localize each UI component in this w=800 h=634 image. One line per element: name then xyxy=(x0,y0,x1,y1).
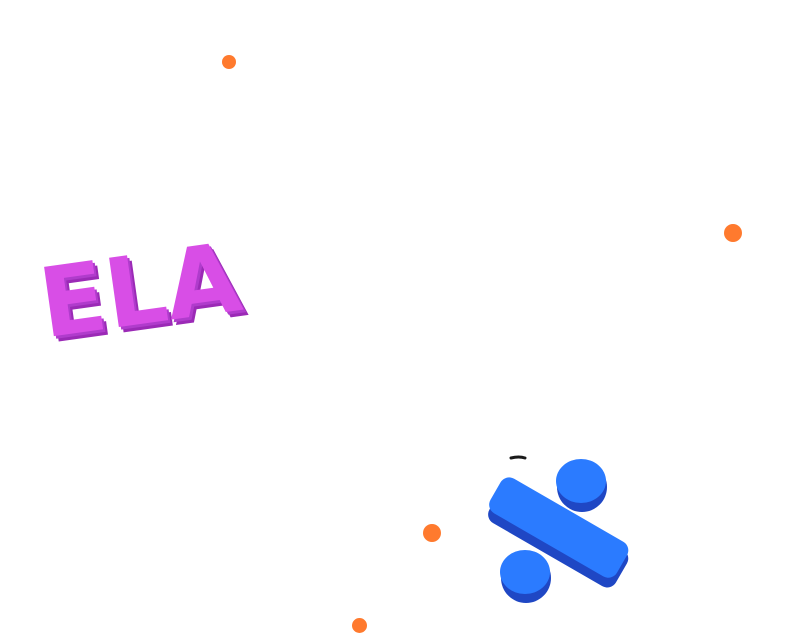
orange-dot xyxy=(724,224,742,242)
ela-logo: ELA ELA ELA xyxy=(30,205,252,365)
ela-text-shadow: ELA xyxy=(38,227,253,366)
orange-dot xyxy=(423,524,441,542)
ela-text-mid: ELA xyxy=(35,224,250,363)
ela-text-face: ELA xyxy=(33,221,248,360)
division-symbol xyxy=(455,440,655,620)
orange-dot xyxy=(352,618,367,633)
ela-3d-text: ELA ELA ELA xyxy=(33,221,252,365)
percent-divide-icon xyxy=(488,455,629,603)
orange-dot xyxy=(222,55,236,69)
